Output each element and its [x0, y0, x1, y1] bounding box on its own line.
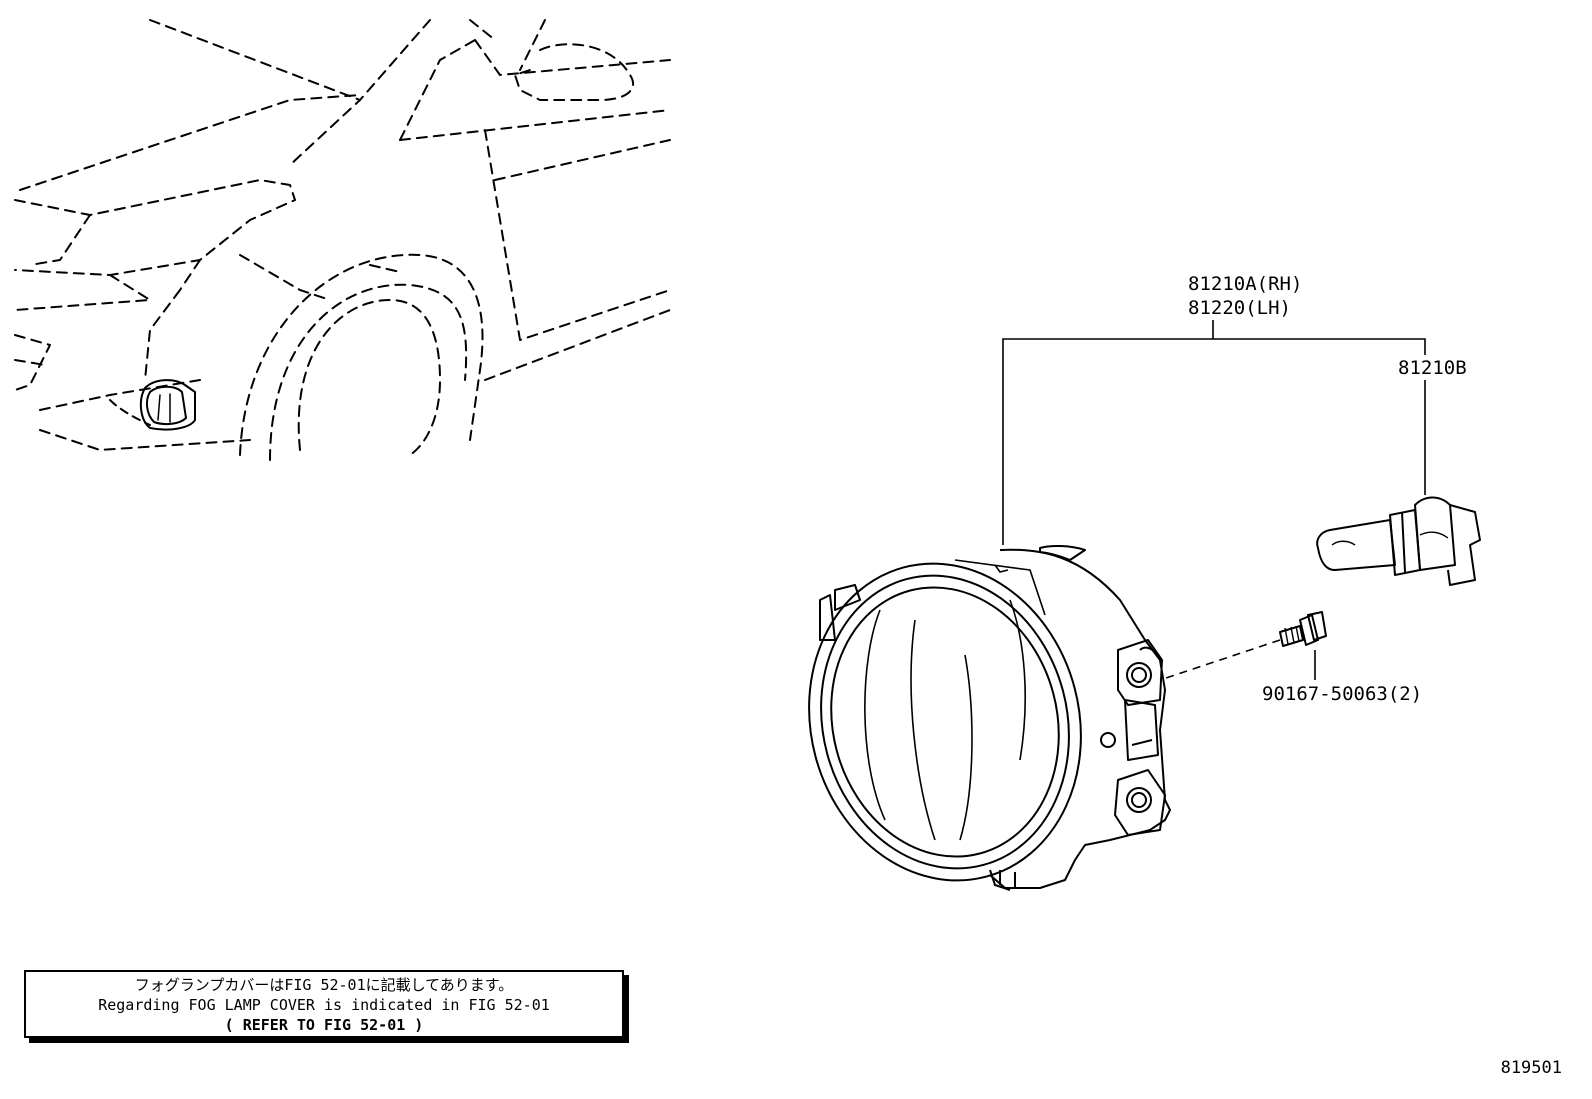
callout-bulb: 81210B — [1398, 357, 1467, 379]
callout-lamp-rh: 81210A(RH) — [1188, 273, 1303, 295]
vehicle-location-sketch — [14, 19, 671, 461]
leader-line-lamp — [1002, 338, 1426, 545]
callout-lamp-lh: 81220(LH) — [1188, 297, 1291, 319]
vehicle-body-outline — [14, 19, 671, 461]
screw-mounting-path — [1159, 639, 1281, 681]
callout-screw: 90167-50063(2) — [1262, 683, 1423, 705]
note-line-japanese: フォグランプカバーはFIG 52-01に記載してあります。 — [134, 976, 514, 994]
reference-note-box: フォグランプカバーはFIG 52-01に記載してあります。 Regarding … — [24, 970, 624, 1038]
note-line-english: Regarding FOG LAMP COVER is indicated in… — [98, 996, 550, 1014]
fog-lamp-location-highlight — [109, 379, 196, 431]
note-line-refer: ( REFER TO FIG 52-01 ) — [224, 1016, 424, 1034]
figure-number: 819501 — [1500, 1058, 1562, 1078]
